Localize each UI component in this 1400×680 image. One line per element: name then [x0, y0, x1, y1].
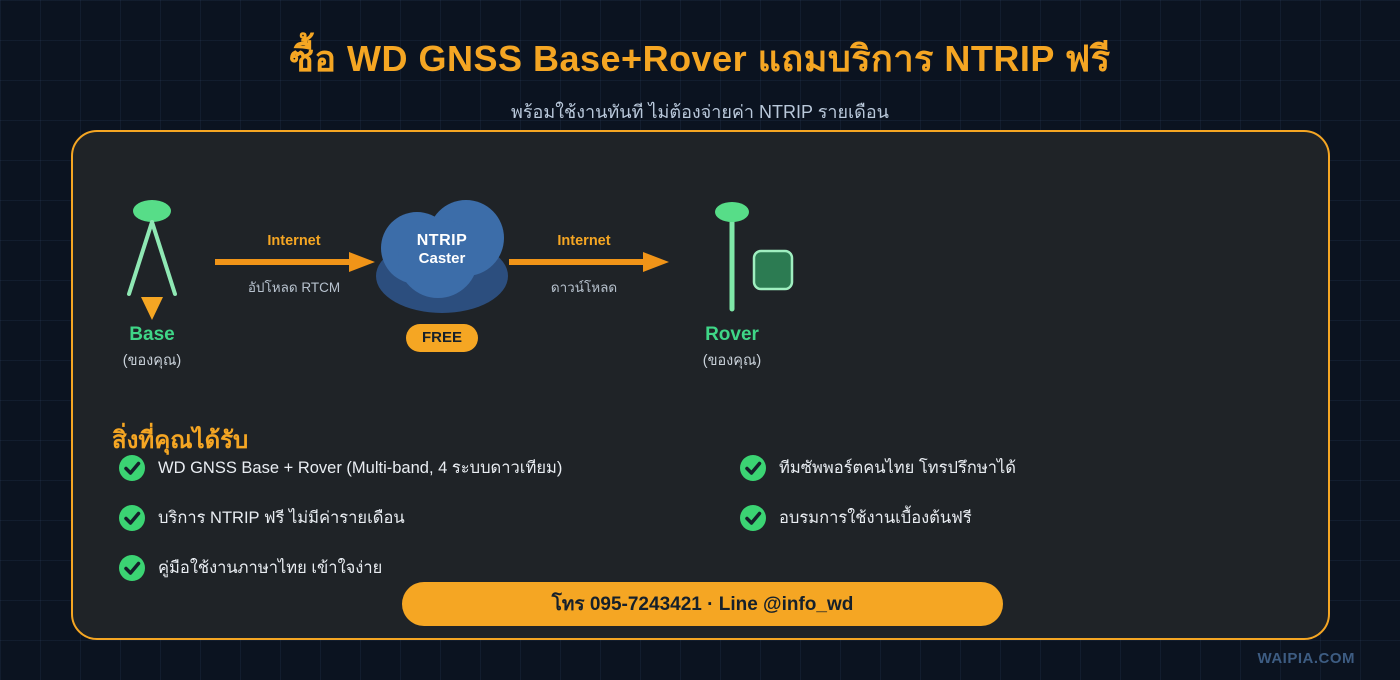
- download-arrow-icon: [509, 252, 669, 272]
- cloud-caster-label: Caster: [418, 250, 466, 267]
- base-sublabel: (ของคุณ): [122, 353, 182, 369]
- base-label: Base: [129, 324, 175, 345]
- benefit-text: อบรมการใช้งานเบื้องต้นฟรี: [779, 509, 972, 527]
- page-header: ซื้อ WD GNSS Base+Rover แถมบริการ NTRIP …: [0, 30, 1400, 126]
- check-icon: [119, 505, 145, 531]
- benefit-text: ทีมซัพพอร์ตคนไทย โทรปรึกษาได้: [779, 459, 1017, 477]
- rover-pole-icon: [715, 202, 794, 312]
- benefit-item: บริการ NTRIP ฟรี ไม่มีค่ารายเดือน: [119, 505, 405, 531]
- upload-label-group: Internet: [213, 233, 375, 249]
- base-label-group: Base (ของคุณ): [72, 324, 232, 372]
- benefit-item: คู่มือใช้งานภาษาไทย เข้าใจง่าย: [119, 555, 382, 581]
- download-sublabel-group: ดาวน์โหลด: [503, 276, 665, 298]
- page-subtitle: พร้อมใช้งานทันที ไม่ต้องจ่ายค่า NTRIP รา…: [511, 102, 889, 122]
- check-icon: [119, 555, 145, 581]
- benefits-heading: สิ่งที่คุณได้รับ: [112, 427, 249, 454]
- upload-sublabel: อัปโหลด RTCM: [247, 280, 341, 295]
- upload-arrow-icon: [215, 252, 375, 272]
- download-internet-label: Internet: [557, 233, 611, 249]
- benefit-item: ทีมซัพพอร์ตคนไทย โทรปรึกษาได้: [740, 455, 1016, 481]
- download-sublabel: ดาวน์โหลด: [550, 280, 618, 295]
- check-icon: [740, 505, 766, 531]
- upload-internet-label: Internet: [267, 233, 321, 249]
- base-tripod-icon: [127, 200, 177, 320]
- main-card: Base (ของคุณ) Internet อัปโหลด RTCM NTRI…: [71, 130, 1330, 640]
- cloud-ntrip-label: NTRIP: [416, 232, 468, 249]
- benefit-item: WD GNSS Base + Rover (Multi-band, 4 ระบบ…: [119, 455, 562, 481]
- rover-sublabel: (ของคุณ): [702, 353, 762, 369]
- benefit-text: คู่มือใช้งานภาษาไทย เข้าใจง่าย: [158, 559, 383, 577]
- cloud-text-group: NTRIP Caster: [372, 232, 512, 267]
- benefit-text: บริการ NTRIP ฟรี ไม่มีค่ารายเดือน: [158, 509, 405, 527]
- check-icon: [740, 455, 766, 481]
- rover-label: Rover: [705, 324, 759, 345]
- rover-label-group: Rover (ของคุณ): [652, 324, 812, 372]
- benefit-item: อบรมการใช้งานเบื้องต้นฟรี: [740, 505, 972, 531]
- download-label-group: Internet: [503, 233, 665, 249]
- watermark: WAIPIA.COM: [1257, 650, 1355, 667]
- check-icon: [119, 455, 145, 481]
- page-title: ซื้อ WD GNSS Base+Rover แถมบริการ NTRIP …: [289, 38, 1111, 79]
- benefit-text: WD GNSS Base + Rover (Multi-band, 4 ระบบ…: [158, 459, 563, 477]
- ntrip-cloud-icon: [376, 200, 508, 313]
- upload-sublabel-group: อัปโหลด RTCM: [213, 276, 375, 298]
- contact-cta-button[interactable]: โทร 095-7243421 · Line @info_wd: [402, 582, 1003, 626]
- free-badge: FREE: [406, 324, 478, 352]
